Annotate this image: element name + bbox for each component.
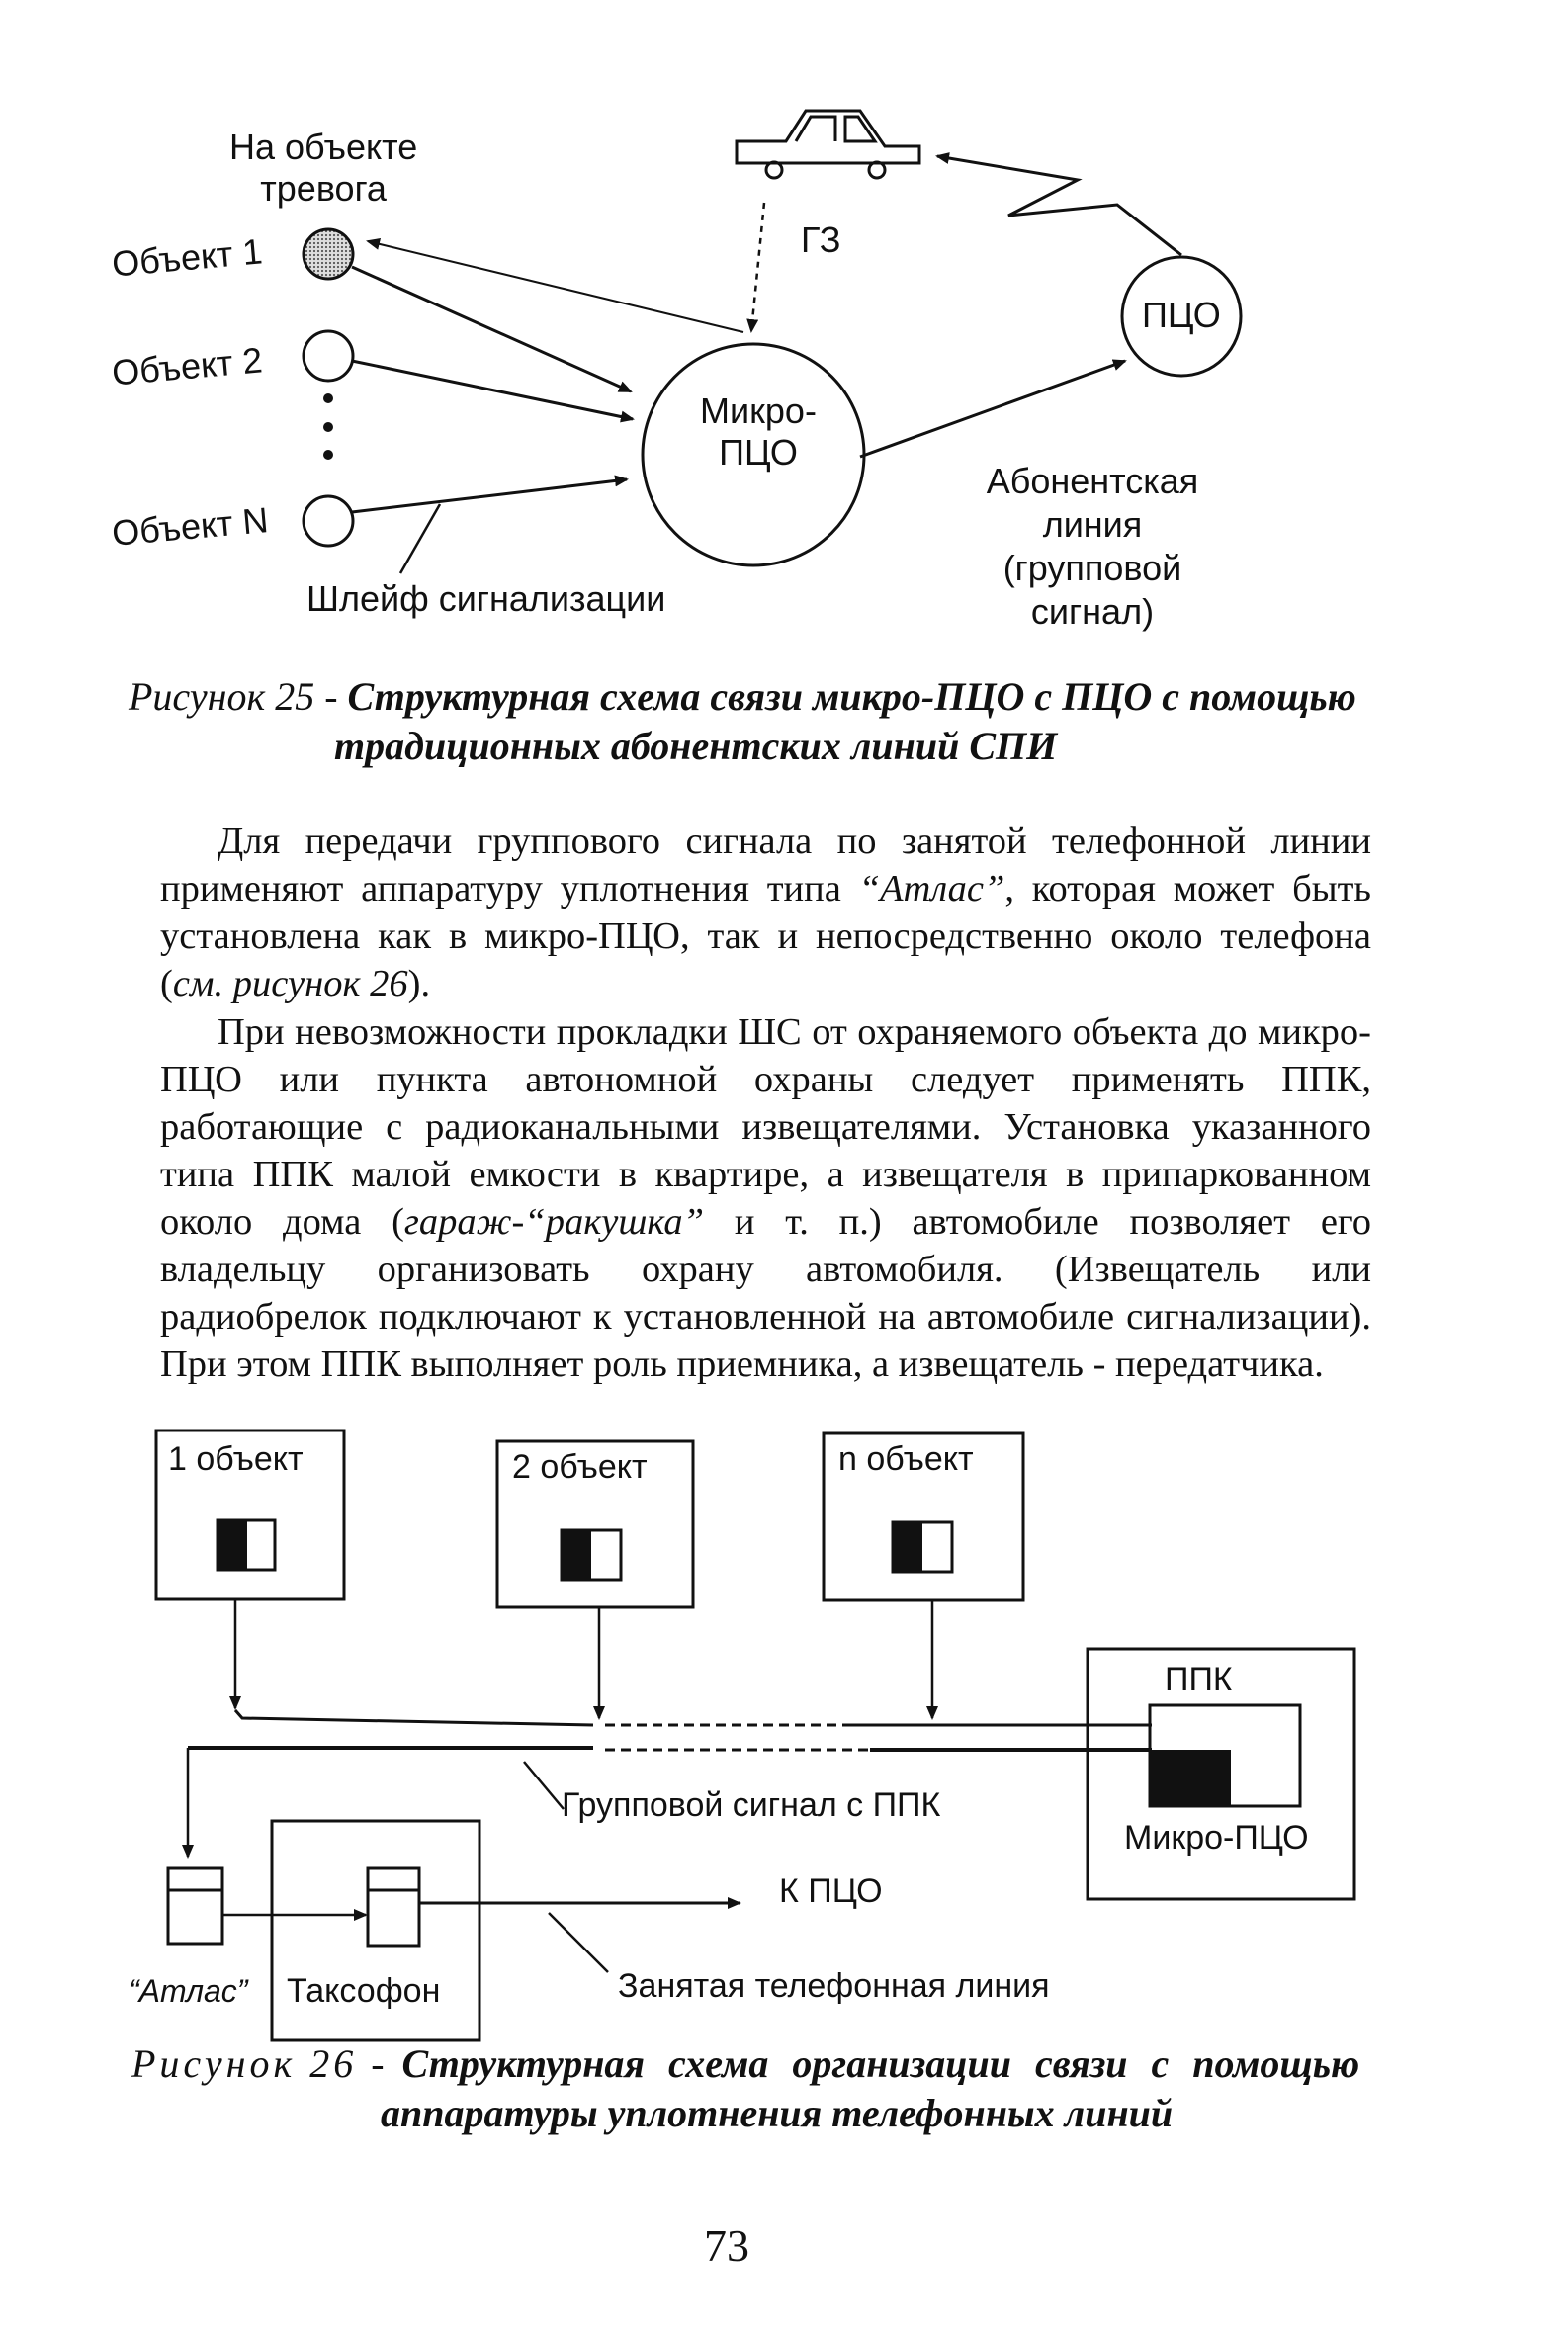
figure-25-caption-line-1: Рисунок 25 - Структурная схема связи мик… — [129, 672, 1374, 722]
detector-icon — [216, 1518, 277, 1572]
object-1-box-label: 1 объект — [168, 1440, 304, 1478]
figure-26-caption-text-1: Структурная схема организации связи с по… — [401, 2041, 1360, 2086]
micro-pco-label-line-2: ПЦО — [719, 432, 798, 473]
detector-icon — [891, 1520, 954, 1574]
paragraph-1-text-a: Для передачи группового сигнала по занят… — [160, 821, 1371, 910]
object-n-box-label: n объект — [838, 1440, 974, 1478]
alarm-label-line-1: На объекте — [229, 127, 418, 167]
figure-26-caption-prefix: Рисунок 26 - — [131, 2041, 402, 2086]
figure-25-caption: Рисунок 25 - Структурная схема связи мик… — [129, 672, 1374, 771]
gz-label: ГЗ — [801, 219, 841, 260]
atlas-label: “Атлас” — [129, 1973, 248, 2009]
payphone-device-icon — [366, 1866, 421, 1948]
paragraph-1-atlas: “Атлас” — [858, 868, 1005, 910]
figure-26-caption-text-2: аппаратуры уплотнения телефонных линий — [381, 2091, 1174, 2135]
alarm-label: На объекте тревога — [229, 127, 417, 210]
page-number: 73 — [704, 2220, 749, 2271]
car-icon — [735, 109, 921, 180]
payphone-box — [270, 1819, 481, 2042]
subscriber-line-label-4: сигнал) — [1030, 591, 1155, 632]
micro-pco-box-label: Микро-ПЦО — [1124, 1819, 1309, 1857]
paragraph-2-text-c: и т. п.) автомобиле позволяет его владел… — [160, 1201, 1371, 1385]
paragraph-2: При невозможности прокладки ШС от охраня… — [160, 1008, 1371, 1388]
figure-25-caption-text-1: Структурная схема связи микро-ПЦО с ПЦО … — [347, 674, 1356, 719]
micro-pco-label: Микро- ПЦО — [684, 390, 832, 474]
figure-26-caption-line-2: аппаратуры уплотнения телефонных линий — [131, 2089, 1377, 2138]
alarm-label-line-2: тревога — [260, 168, 387, 209]
paragraph-2-garage: гараж-“ракушка” — [403, 1201, 705, 1243]
atlas-device-icon — [166, 1866, 224, 1946]
figure-26-caption-line-1: Рисунок 26 - Структурная схема организац… — [131, 2039, 1377, 2089]
paragraph-2-text-a: При невозможности прокладки ШС от охраня… — [160, 1011, 1371, 1243]
object-n-circle — [302, 494, 355, 548]
subscriber-line-label-1: Абонентская — [986, 461, 1199, 501]
paragraph-1-figure-ref: см. рисунок 26 — [172, 963, 408, 1004]
payphone-label: Таксофон — [287, 1972, 441, 2010]
to-pco-label: К ПЦО — [779, 1872, 883, 1910]
paragraph-1-text-c: , которая может быть установлена как в м… — [160, 868, 1371, 1004]
ppk-label: ППК — [1165, 1661, 1233, 1698]
figure-25-caption-line-2: традиционных абонентских линий СПИ — [129, 722, 1374, 771]
figure-26-diagram — [154, 1429, 1356, 2042]
object-2-box-label: 2 объект — [512, 1448, 648, 1486]
detector-icon — [560, 1528, 623, 1582]
paragraph-1-text-e: ). — [407, 963, 431, 1004]
paragraph-1: Для передачи группового сигнала по занят… — [160, 818, 1371, 1007]
pco-label: ПЦО — [1142, 295, 1221, 335]
figure-25-diagram — [302, 109, 1243, 574]
busy-line-label: Занятая телефонная линия — [618, 1967, 1050, 2005]
group-signal-label: Групповой сигнал с ППК — [562, 1786, 941, 1824]
loop-label: Шлейф сигнализации — [306, 578, 666, 619]
subscriber-line-label-2: линия — [1042, 504, 1143, 545]
figure-26-caption: Рисунок 26 - Структурная схема организац… — [131, 2039, 1377, 2138]
object-2-circle — [302, 329, 355, 383]
subscriber-line-label-3: (групповой — [1002, 548, 1182, 588]
subscriber-line-label: Абонентская линия (групповой сигнал) — [964, 460, 1221, 634]
ppk-unit-icon — [1150, 1750, 1231, 1806]
micro-pco-label-line-1: Микро- — [700, 390, 817, 431]
object-1-alarm-circle — [302, 227, 355, 281]
object-1-box — [154, 1429, 346, 1601]
figure-25-caption-prefix: Рисунок 25 - — [129, 674, 348, 719]
micro-pco-box — [1086, 1647, 1356, 1901]
pco-circle — [1120, 255, 1243, 378]
object-2-box — [495, 1439, 695, 1609]
object-n-box — [822, 1431, 1025, 1602]
figure-25-caption-text-2: традиционных абонентских линий СПИ — [334, 724, 1058, 768]
